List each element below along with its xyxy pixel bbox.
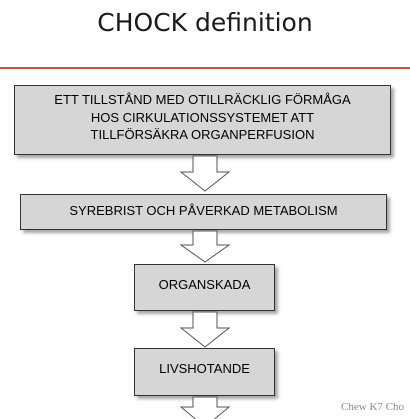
down-arrow-icon <box>179 230 231 263</box>
life-threatening-label: LIVSHOTANDE <box>159 361 250 376</box>
down-arrow-icon <box>179 311 231 348</box>
metabolism-box: SYREBRIST OCH PÅVERKAD METABOLISM <box>20 194 387 230</box>
page-title: CHOCK definition <box>97 8 313 37</box>
organ-damage-box: ORGANSKADA <box>134 264 275 311</box>
definition-line-3: TILLFÖRSÄKRA ORGANPERFUSION <box>90 127 315 142</box>
metabolism-label: SYREBRIST OCH PÅVERKAD METABOLISM <box>69 203 338 218</box>
definition-line-2: HOS CIRKULATIONSSYSTEMET ATT <box>90 109 315 125</box>
organ-damage-label: ORGANSKADA <box>158 277 251 292</box>
definition-box: ETT TILLSTÅND MED OTILLRÄCKLIG FÖRMÅGA H… <box>14 85 391 155</box>
down-arrow-icon <box>179 155 231 192</box>
down-arrow-icon <box>179 396 231 419</box>
definition-line-1: ETT TILLSTÅND MED OTILLRÄCKLIG FÖRMÅGA <box>54 92 351 107</box>
life-threatening-box: LIVSHOTANDE <box>134 348 275 396</box>
title-divider <box>0 67 410 69</box>
author-credit: Chew K7 Cho <box>341 401 404 413</box>
